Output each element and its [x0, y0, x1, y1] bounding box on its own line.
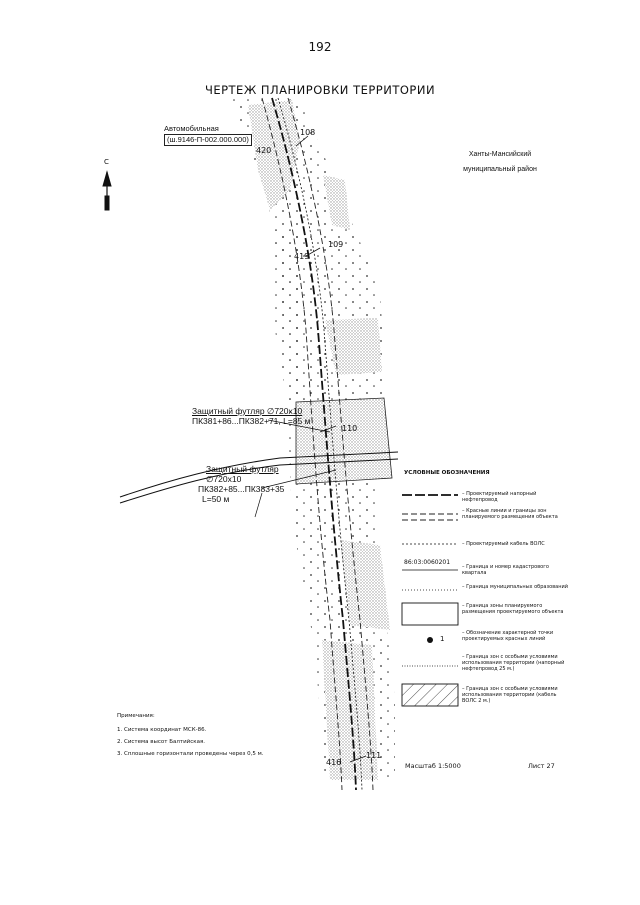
picket-111: 111	[366, 751, 382, 760]
legend-item-cadastral-quarter: – Граница и номер кадастрового квартала	[462, 564, 549, 576]
legend-title: УСЛОВНЫЕ ОБОЗНАЧЕНИЯ	[404, 470, 490, 476]
drawing-title: ЧЕРТЕЖ ПЛАНИРОВКИ ТЕРРИТОРИИ	[204, 83, 436, 97]
automobile-road	[119, 451, 399, 498]
north-arrow	[102, 170, 112, 211]
picket-109: 109	[328, 240, 344, 249]
north-letter: С	[104, 158, 109, 166]
legend-item-zone-vols-2m: – Граница зон с особыми условиями исполь…	[462, 686, 558, 704]
sleeve2-line3: ПК382+85...ПК383+35	[198, 484, 285, 494]
picket-108: 108	[300, 128, 316, 137]
legend-item-vols-cable: – Проектируемый кабель ВОЛС	[462, 541, 545, 547]
page-number: 192	[308, 40, 332, 54]
pipeline-line	[271, 97, 357, 791]
region-label-line1: Ханты-Мансийский	[468, 151, 532, 158]
sleeve2-line2: ∅720х10	[206, 474, 242, 484]
protective-sleeve-label-2: Защитный футляр ∅720х10 ПК382+85...ПК383…	[198, 464, 284, 504]
road-label: Автомобильная (ш.9146-П-002.000.000)	[164, 124, 252, 146]
protective-sleeve-label-1: Защитный футляр ∅720х10 ПК381+86...ПК382…	[192, 406, 310, 426]
notes: Примечания: 1. Система координат МСК-86.…	[117, 710, 264, 760]
marsh-area	[325, 318, 382, 375]
marsh-area	[323, 175, 350, 230]
legend-point-number: 1	[440, 635, 445, 643]
automobile-road	[119, 458, 399, 504]
legend-item-municipal-border: – Граница муниципальных образований	[462, 584, 568, 590]
red-line-west	[261, 97, 343, 791]
road-label-line2: (ш.9146-П-002.000.000)	[164, 134, 252, 146]
sleeve1-line2: ПК381+86...ПК382+71, L=85 м	[192, 416, 311, 426]
legend-item-zone-pipeline-25m: – Граница зон с особыми условиями исполь…	[462, 654, 565, 672]
scale-label: Масштаб 1:5000	[405, 762, 461, 770]
forest-area-west	[270, 230, 305, 420]
sleeve2-line1: Защитный футляр	[206, 464, 279, 474]
marsh-area	[248, 100, 300, 210]
legend-cadastral-code: 86:03:0060201	[404, 559, 451, 566]
sleeve1-line1: Защитный футляр ∅720х10	[192, 406, 303, 416]
picket-420: 420	[256, 146, 272, 155]
vols-cable-line	[277, 97, 363, 791]
note-item: 1. Система координат МСК-86.	[117, 727, 207, 733]
legend-item-red-lines: – Красные линии и границы зон планируемо…	[462, 508, 558, 520]
legend-item-placement-zone: – Граница зоны планируемого размещения п…	[462, 603, 564, 615]
notes-title: Примечания:	[117, 713, 155, 719]
note-item: 2. Система высот Балтийская.	[117, 739, 205, 745]
sleeve2-line4: L=50 м	[202, 494, 230, 504]
road-label-line1: Автомобильная	[164, 124, 219, 133]
legend-item-characteristic-point: – Обозначение характерной точки проектир…	[462, 630, 554, 642]
sheet-label: Лист 27	[528, 762, 555, 770]
legend-item-pipeline: – Проектируемый напорный нефтепровод	[462, 491, 537, 503]
region-label: Ханты-Мансийский муниципальный район	[455, 147, 545, 177]
marsh-area	[340, 540, 390, 630]
picket-416: 416	[326, 758, 342, 767]
note-item: 3. Сплошные горизонтали проведены через …	[117, 751, 264, 757]
picket-419: 419	[294, 252, 310, 261]
legend-symbols	[401, 494, 459, 707]
picket-110: 110	[342, 424, 358, 433]
region-label-line2: муниципальный район	[463, 166, 537, 173]
